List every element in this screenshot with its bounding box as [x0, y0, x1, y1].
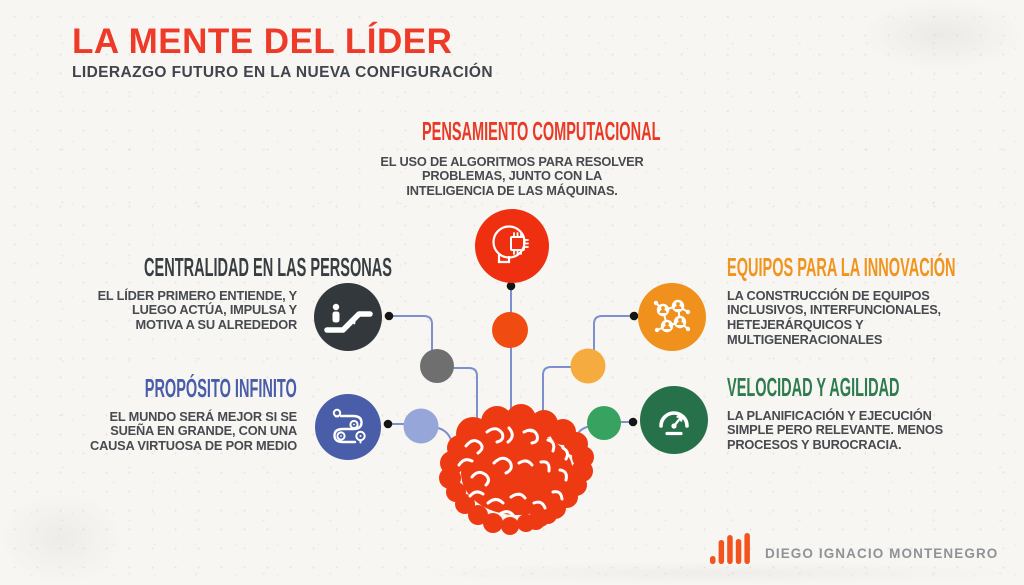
- node-green-small: [587, 406, 621, 440]
- section-body-people: EL LÍDER PRIMERO ENTIENDE, Y LUEGO ACTÚA…: [97, 287, 298, 333]
- header: LA MENTE DEL LÍDER LIDERAZGO FUTURO EN L…: [72, 22, 493, 82]
- speedometer-icon: [640, 386, 708, 454]
- section-purpose: PROPÓSITO INFINITO EL MUNDO SERÁ MEJOR S…: [0, 375, 297, 454]
- section-body-computational: EL USO DE ALGORITMOS PARA RESOLVER PROBL…: [380, 153, 644, 199]
- section-body-purpose: EL MUNDO SERÁ MEJOR SI SE SUEÑA EN GRAND…: [90, 408, 297, 454]
- section-people: CENTRALIDAD EN LAS PERSONAS EL LÍDER PRI…: [0, 255, 392, 333]
- brand-footer: DIEGO IGNACIO MONTENEGRO: [710, 529, 998, 567]
- equalizer-bars-icon: [710, 533, 750, 564]
- infinite-path-icon: [315, 394, 381, 460]
- node-gray-small: [420, 349, 454, 383]
- section-heading-people: CENTRALIDAD EN LAS PERSONAS: [144, 254, 392, 282]
- section-body-teams: LA CONSTRUCCIÓN DE EQUIPOS INCLUSIVOS, I…: [727, 287, 941, 347]
- section-speed: VELOCIDAD Y AGILIDAD LA PLANIFICACIÓN Y …: [727, 374, 1017, 453]
- section-heading-speed: VELOCIDAD Y AGILIDAD: [727, 374, 900, 402]
- brain-illustration: [439, 404, 594, 535]
- section-teams: EQUIPOS PARA LA INNOVACIÓN LA CONSTRUCCI…: [727, 254, 1017, 348]
- section-heading-computational: PENSAMIENTO COMPUTACIONAL: [421, 118, 661, 146]
- connector-dots: [383, 281, 639, 429]
- team-network-icon: [638, 283, 706, 351]
- escalator-icon: [314, 283, 382, 351]
- branch-nodes: [403, 312, 621, 444]
- section-computational: PENSAMIENTO COMPUTACIONAL EL USO DE ALGO…: [332, 118, 692, 199]
- node-lightblue-small: [403, 408, 439, 444]
- head-chip-icon: [475, 209, 549, 283]
- page-subtitle: LIDERAZGO FUTURO EN LA NUEVA CONFIGURACI…: [72, 63, 493, 81]
- page-title: LA MENTE DEL LÍDER: [72, 22, 453, 61]
- section-heading-purpose: PROPÓSITO INFINITO: [144, 375, 297, 403]
- brand-name: DIEGO IGNACIO MONTENEGRO: [765, 546, 999, 561]
- node-red-small: [492, 312, 528, 348]
- node-amber-small: [570, 348, 606, 384]
- section-heading-teams: EQUIPOS PARA LA INNOVACIÓN: [727, 254, 956, 282]
- section-body-speed: LA PLANIFICACIÓN Y EJECUCIÓN SIMPLE PERO…: [727, 407, 944, 453]
